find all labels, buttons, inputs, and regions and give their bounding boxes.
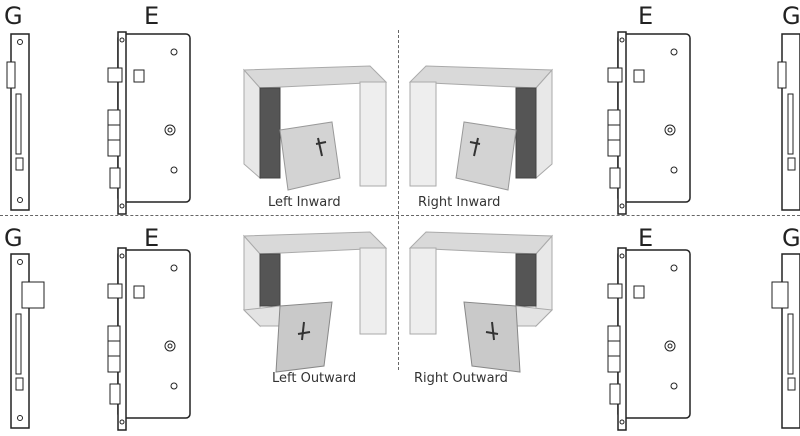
caption-left-inward: Left Inward	[268, 195, 341, 210]
horizontal-divider	[0, 215, 800, 216]
strike-plate-g-bottom-right	[771, 253, 800, 429]
label-g-top-left: G	[4, 2, 23, 30]
label-g-bottom-left: G	[4, 224, 23, 252]
caption-right-outward: Right Outward	[414, 371, 508, 386]
strike-plate-g-bottom-left	[10, 253, 45, 429]
label-e-top-right: E	[638, 2, 654, 30]
door-frame-right-inward	[408, 65, 554, 191]
label-g-bottom-right: G	[782, 224, 800, 252]
strike-plate-g-top-left	[6, 33, 30, 211]
mortise-lock-e-bottom-left	[107, 247, 191, 431]
door-frame-left-outward	[242, 231, 388, 373]
strike-plate-g-top-right	[777, 33, 800, 211]
label-g-top-right: G	[782, 2, 800, 30]
caption-left-outward: Left Outward	[272, 371, 357, 386]
label-e-bottom-right: E	[638, 224, 654, 252]
label-e-bottom-left: E	[144, 224, 160, 252]
mortise-lock-e-top-left	[107, 31, 191, 215]
mortise-lock-e-bottom-right	[607, 247, 691, 431]
label-e-top-left: E	[144, 2, 160, 30]
mortise-lock-e-top-right	[607, 31, 691, 215]
door-frame-left-inward	[242, 65, 388, 191]
vertical-divider	[398, 30, 399, 370]
door-frame-right-outward	[408, 231, 554, 373]
caption-right-inward: Right Inward	[418, 195, 501, 210]
